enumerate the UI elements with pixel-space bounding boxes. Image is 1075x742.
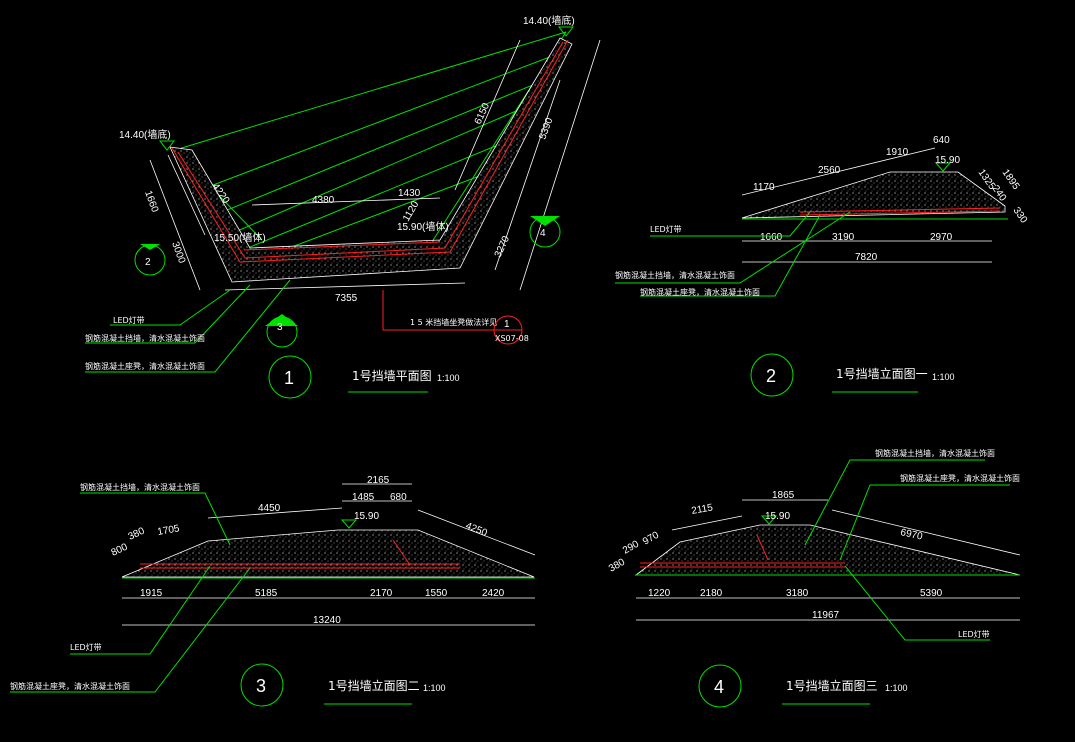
svg-text:4: 4: [540, 228, 546, 239]
elev2-label-led: LED灯带: [650, 224, 682, 234]
view-number-circle-3: [240, 663, 284, 707]
elev2-bottom-dim: 2970: [930, 232, 953, 243]
view-title-4: 1号挡墙立面图三: [786, 678, 878, 693]
elev3-label-led: LED灯带: [70, 642, 102, 652]
plan-elev-left: 14.40(墙底): [119, 128, 171, 141]
view-number-1: 1: [284, 368, 294, 388]
elev4-top-dim: 970: [641, 530, 661, 548]
plan-dim: 3270: [493, 234, 513, 259]
elev2-top-dim: 1910: [886, 147, 909, 158]
elev3-top-dim: 680: [390, 492, 407, 503]
view-scale-4: 1:100: [885, 683, 908, 693]
elev2-total: 7820: [855, 252, 878, 263]
plan-note: 1 5 米挡墙坐凳做法详见: [410, 317, 497, 327]
elev3-top-dim: 1485: [352, 492, 375, 503]
elev3-elev: 15.90: [354, 511, 379, 522]
view-number-3: 3: [256, 676, 266, 696]
elev-marker-icon: [158, 140, 176, 151]
plan-dim: 5390: [537, 116, 555, 141]
plan-label-seat: 钢筋混凝土座凳，清水混凝土饰面: [85, 361, 205, 371]
elev2-bottom-dim: 3190: [832, 232, 855, 243]
view-title-2: 1号挡墙立面图一: [836, 366, 928, 381]
elev3-total: 13240: [313, 615, 341, 626]
plan-dim: 1120: [401, 199, 421, 224]
elev2-top-dim: 330: [1011, 205, 1030, 225]
elev3-bottom-dim: 1915: [140, 588, 163, 599]
elevation-view-2: 15.90 1170 2560 1910 640 1895 1325 240 3…: [615, 135, 1030, 397]
elev2-elev: 15.90: [935, 155, 960, 166]
elev3-top-dim: 1705: [157, 523, 181, 538]
elev3-bottom-dim: 1550: [425, 588, 448, 599]
plan-view-1: 14.40(墙底) 14.40(墙底) 15.50(墙体) 15.90(墙体) …: [85, 14, 601, 399]
elev3-bottom-dim: 2170: [370, 588, 393, 599]
elev3-top-dim: 4250: [464, 521, 489, 540]
elev4-bottom-dim: 1220: [648, 588, 671, 599]
plan-elev-right: 14.40(墙底): [523, 14, 575, 27]
elev4-top-dim: 2115: [691, 502, 715, 517]
section-marker-3[interactable]: 3: [265, 314, 298, 348]
elev4-label-seat: 钢筋混凝土座凳，清水混凝土饰面: [900, 473, 1020, 483]
elev3-top-dim: 2165: [367, 475, 390, 486]
elev3-bottom-dim: 5185: [255, 588, 278, 599]
elev4-bottom-dim: 3180: [786, 588, 809, 599]
plan-elev-mid-left: 15.50(墙体): [214, 231, 266, 244]
elev4-top-dim: 1865: [772, 490, 795, 501]
elev2-bottom-dim: 1660: [760, 232, 783, 243]
view-number-circle-1: [268, 355, 312, 399]
elev3-wall-body: [121, 529, 535, 578]
elevation-view-4: 15.90 1865 2115 380 290 970 6970 1220 21…: [607, 448, 1021, 708]
plan-elev-mid-right: 15.90(墙体): [397, 220, 449, 233]
view-scale-2: 1:100: [932, 372, 955, 382]
plan-dim: 3000: [169, 240, 187, 265]
plan-label-led: LED灯带: [113, 315, 145, 325]
elev2-top-dim: 640: [933, 135, 950, 146]
view-scale-3: 1:100: [423, 683, 446, 693]
view-number-circle-4: [698, 664, 742, 708]
elev2-label-wall: 钢筋混凝土挡墙，清水混凝土饰面: [615, 270, 735, 280]
view-title-3: 1号挡墙立面图二: [328, 678, 420, 693]
elev4-top-dim: 380: [607, 557, 627, 575]
elev4-elev: 15.90: [765, 511, 790, 522]
plan-dim-lines: [149, 39, 601, 291]
view-number-2: 2: [766, 366, 776, 386]
detail-ref-number: 1: [504, 319, 510, 330]
view-number-4: 4: [714, 677, 724, 697]
elev4-bottom-dim: 5390: [920, 588, 943, 599]
elev4-label-led: LED灯带: [958, 629, 990, 639]
elev4-top-dim: 6970: [899, 527, 923, 542]
section-marker-4[interactable]: 4: [529, 216, 561, 248]
detail-ref-sheet: XS07-08: [495, 334, 529, 343]
elev3-bottom-dim: 2420: [482, 588, 505, 599]
elev3-top-dim: 4450: [258, 503, 281, 514]
svg-text:2: 2: [145, 257, 151, 268]
elev3-label-seat: 钢筋混凝土座凳，清水混凝土饰面: [10, 681, 130, 691]
plan-dim: 1660: [142, 189, 160, 214]
plan-dim: 4380: [312, 195, 335, 206]
elev-marker-icon: [557, 26, 575, 37]
section-marker-2[interactable]: 2: [134, 244, 166, 276]
elev3-top-dim: 800: [110, 542, 130, 559]
elev4-bottom-dim: 2180: [700, 588, 723, 599]
svg-text:3: 3: [277, 322, 283, 333]
elev4-label-wall: 钢筋混凝土挡墙，清水混凝土饰面: [875, 448, 995, 458]
elev3-label-wall: 钢筋混凝土挡墙，清水混凝土饰面: [80, 482, 200, 492]
plan-wall-body: [169, 37, 573, 283]
elev3-top-dim: 380: [127, 526, 147, 543]
elevation-view-3: 15.90 2165 1485 680 4450 800 380 1705 42…: [10, 475, 536, 707]
plan-dim: 1430: [398, 188, 421, 199]
elev4-top-dim: 290: [621, 539, 641, 557]
elev2-top-dim: 2560: [818, 165, 841, 176]
view-title-1: 1号挡墙平面图: [352, 369, 432, 383]
view-number-circle-2: [750, 353, 794, 397]
elev4-total: 11967: [812, 610, 840, 621]
elev2-wall-body: [741, 171, 1006, 219]
elev2-top-dim: 1170: [753, 182, 775, 193]
elev2-label-seat: 钢筋混凝土座凳，清水混凝土饰面: [640, 287, 760, 297]
view-scale-1: 1:100: [437, 373, 460, 383]
plan-dim: 7355: [335, 293, 358, 304]
plan-label-wall: 钢筋混凝土挡墙，清水混凝土饰面: [85, 333, 205, 343]
